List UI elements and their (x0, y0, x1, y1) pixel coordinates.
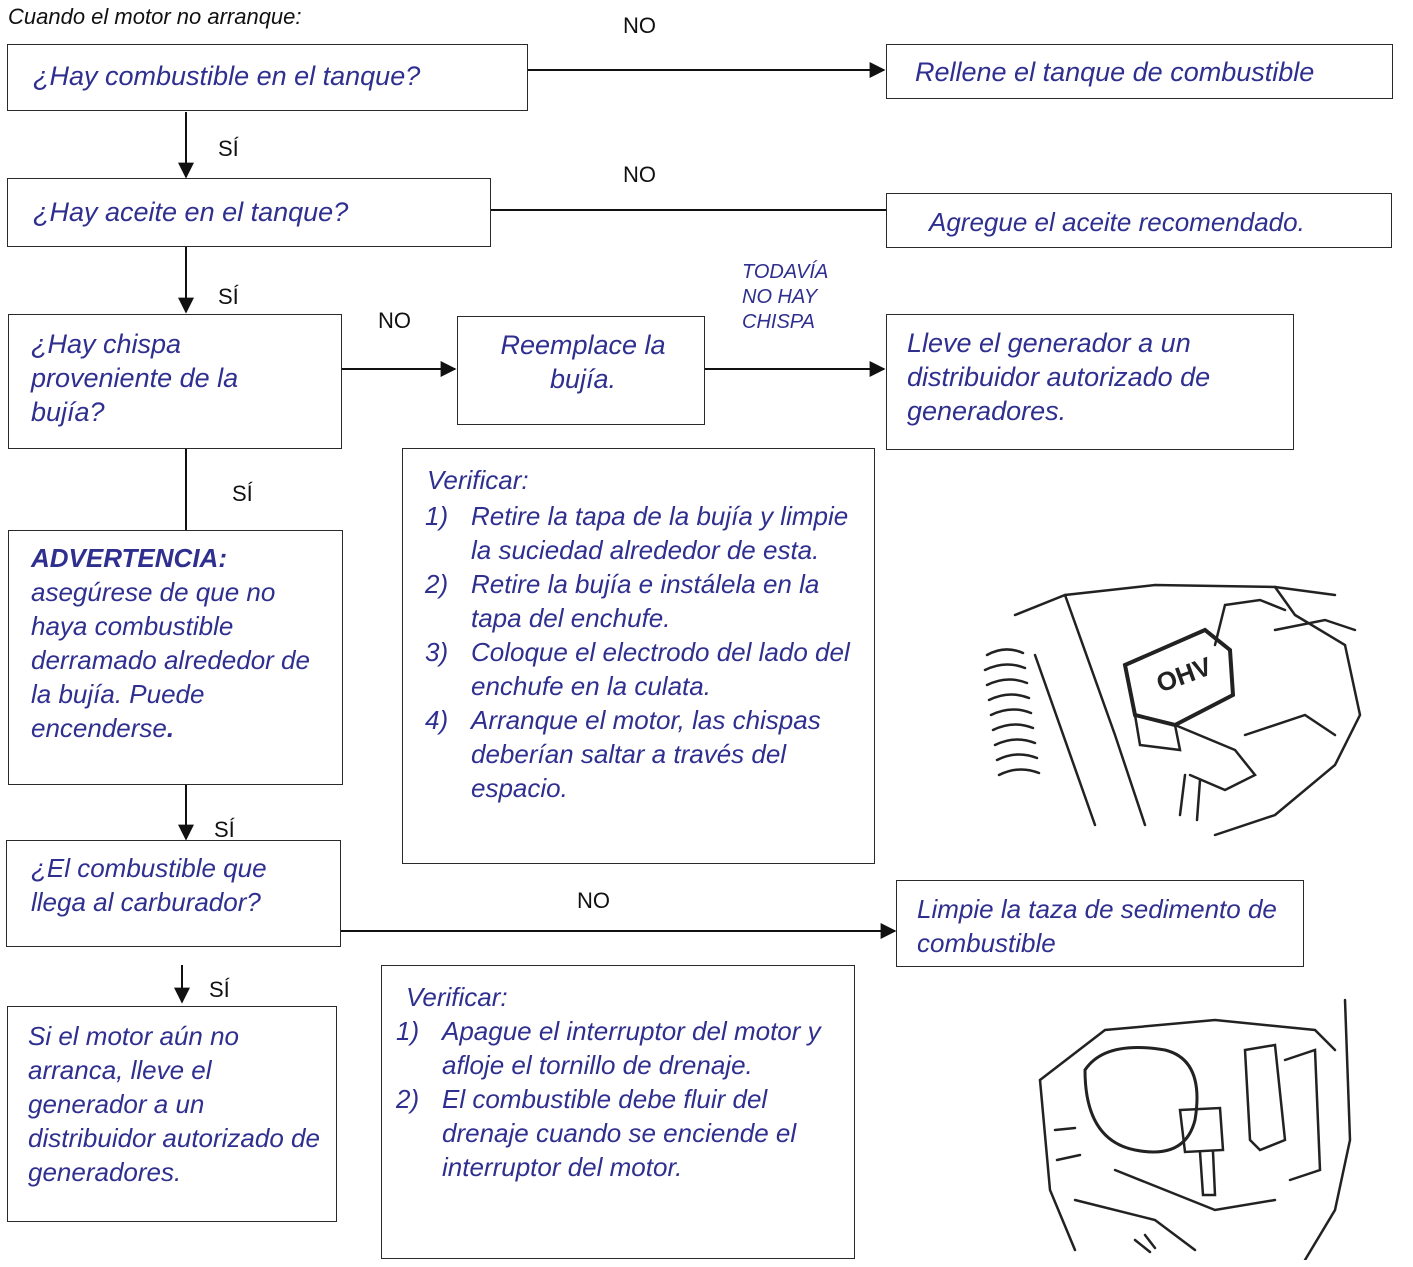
question-carb-text: ¿El combustible que llega al carburador? (31, 853, 267, 917)
action-dealer-box: Lleve el generador a un distribuidor aut… (886, 314, 1294, 450)
action-replace-text: Reemplace la bujía. (500, 330, 666, 394)
final-dealer-box: Si el motor aún no arranca, lleve el gen… (7, 1006, 337, 1222)
action-clean-text: Limpie la taza de sedimento de combustib… (917, 894, 1277, 958)
step-number: 3) (425, 637, 449, 667)
warning-title: ADVERTENCIA: (31, 543, 227, 573)
check-carb-steps: 1) Apague el interruptor del motor y aflo… (396, 1014, 836, 1184)
label-si-fuel: SÍ (218, 136, 239, 161)
check-carb-box: Verificar: 1) Apague el interruptor del m… (381, 965, 855, 1259)
check-spark-step: 3) Coloque el electrodo del lado del ench… (425, 635, 855, 703)
check-spark-steps: 1) Retire la tapa de la bujía y limpie la… (425, 499, 855, 805)
step-text: Arranque el motor, las chispas deberían … (471, 705, 821, 803)
check-carb-step: 2) El combustible debe fluir del drenaje … (396, 1082, 836, 1184)
step-text: Retire la bujía e instálela en la tapa d… (471, 569, 820, 633)
step-number: 2) (396, 1084, 420, 1114)
warning-body: asegúrese de que no haya combustible der… (31, 577, 310, 743)
spark-plug-illustration: OHV (983, 583, 1362, 837)
warning-content: ADVERTENCIA: asegúrese de que no haya co… (31, 541, 331, 745)
warning-period: . (166, 713, 175, 743)
step-number: 1) (396, 1016, 420, 1046)
label-si-oil: SÍ (218, 284, 239, 309)
question-fuel-text: ¿Hay combustible en el tanque? (33, 61, 421, 91)
check-carb-title: Verificar: (406, 982, 508, 1012)
question-fuel-box: ¿Hay combustible en el tanque? (7, 44, 528, 111)
action-refill-box: Rellene el tanque de combustible (886, 44, 1393, 99)
step-text: Retire la tapa de la bujía y limpie la s… (471, 501, 849, 565)
action-refill-text: Rellene el tanque de combustible (915, 57, 1315, 87)
step-number: 1) (425, 501, 449, 531)
final-dealer-text: Si el motor aún no arranca, lleve el gen… (28, 1021, 320, 1187)
action-oil-text: Agregue el aceite recomendado. (929, 207, 1305, 237)
label-si-spark: SÍ (232, 481, 253, 506)
action-clean-box: Limpie la taza de sedimento de combustib… (896, 880, 1304, 967)
check-spark-step: 4) Arranque el motor, las chispas debería… (425, 703, 855, 805)
step-text: El combustible debe fluir del drenaje cu… (442, 1084, 797, 1182)
label-no-oil: NO (623, 162, 656, 187)
illustration-brand-text: OHV (1152, 651, 1216, 699)
step-text: Coloque el electrodo del lado del enchuf… (471, 637, 850, 701)
question-oil-text: ¿Hay aceite en el tanque? (33, 197, 349, 227)
label-no-carb: NO (577, 888, 610, 913)
check-spark-title: Verificar: (427, 465, 529, 495)
label-todavia-no-hay-chispa: TODAVÍA NO HAY CHISPA (742, 261, 829, 333)
question-spark-text: ¿Hay chispa proveniente de la bujía? (31, 329, 239, 427)
action-dealer-text: Lleve el generador a un distribuidor aut… (907, 328, 1211, 426)
question-carb-box: ¿El combustible que llega al carburador? (6, 840, 341, 947)
step-number: 2) (425, 569, 449, 599)
question-oil-box: ¿Hay aceite en el tanque? (7, 178, 491, 247)
step-text: Apague el interruptor del motor y afloje… (442, 1016, 821, 1080)
label-no-spark: NO (378, 308, 411, 333)
label-si-carb: SÍ (209, 977, 230, 1002)
label-no-fuel: NO (623, 13, 656, 38)
warning-box: ADVERTENCIA: asegúrese de que no haya co… (8, 530, 343, 785)
page-title: Cuando el motor no arranque: (8, 4, 302, 29)
action-oil-box: Agregue el aceite recomendado. (886, 193, 1392, 248)
check-spark-box: Verificar: 1) Retire la tapa de la bujía … (402, 448, 875, 864)
action-replace-box: Reemplace la bujía. (457, 316, 705, 425)
check-spark-step: 2) Retire la bujía e instálela en la tapa… (425, 567, 855, 635)
carburetor-illustration (1038, 998, 1352, 1260)
label-si-warning: SÍ (214, 817, 235, 842)
check-carb-step: 1) Apague el interruptor del motor y aflo… (396, 1014, 836, 1082)
question-spark-box: ¿Hay chispa proveniente de la bujía? (8, 314, 342, 449)
step-number: 4) (425, 705, 449, 735)
check-spark-step: 1) Retire la tapa de la bujía y limpie la… (425, 499, 855, 567)
